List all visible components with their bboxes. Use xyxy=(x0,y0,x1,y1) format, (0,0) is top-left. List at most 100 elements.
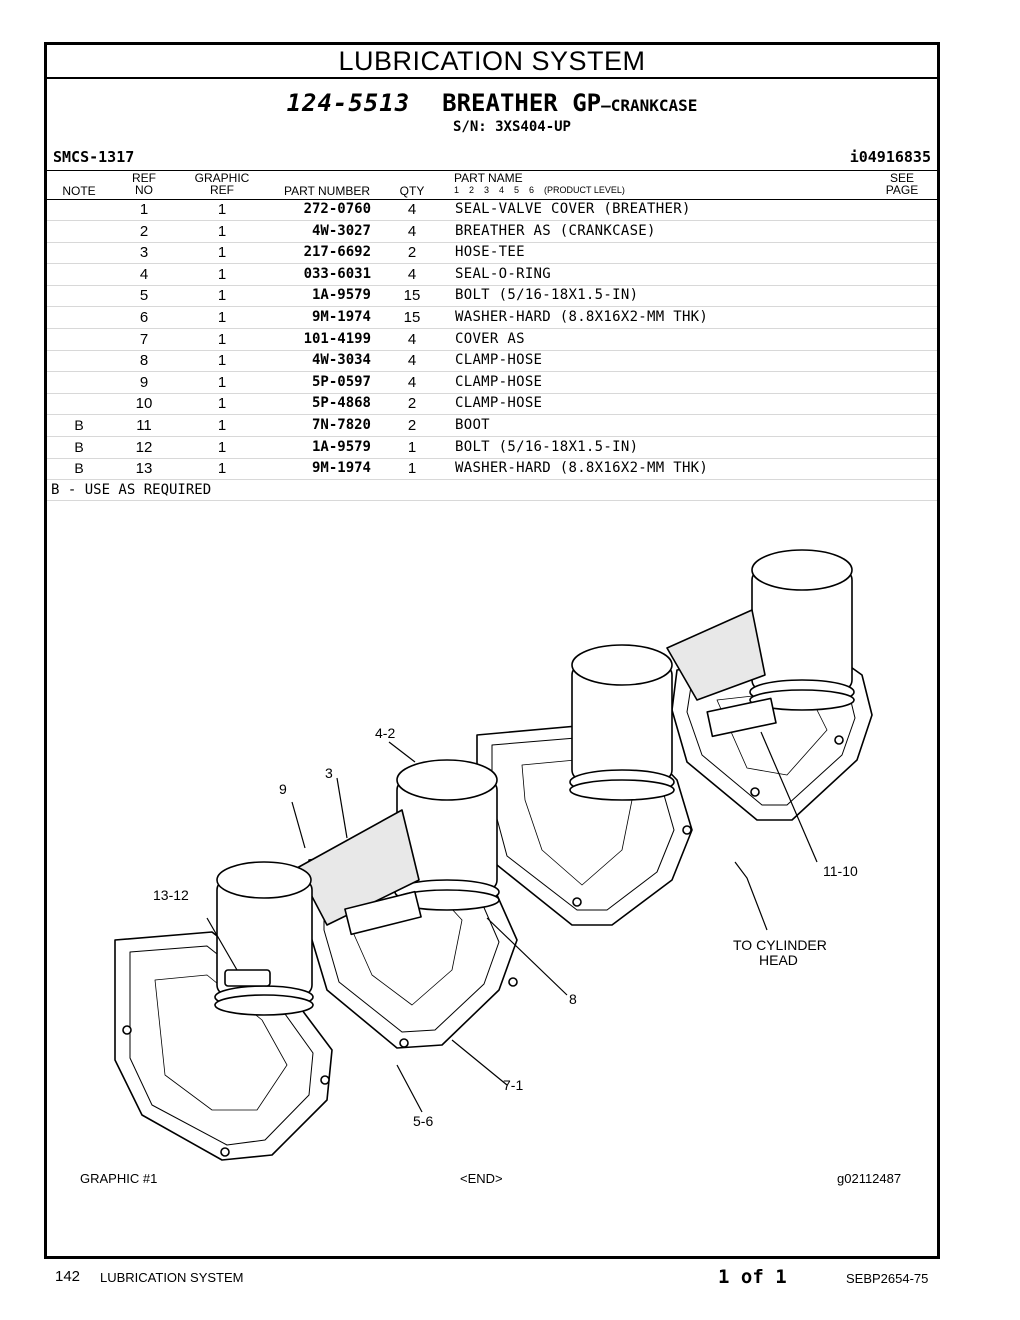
graphic-id: g02112487 xyxy=(837,1171,901,1186)
header-see-bottom: PAGE xyxy=(885,183,919,197)
callout-head: HEAD xyxy=(759,952,798,968)
footnote: B - USE AS REQUIRED xyxy=(47,480,937,501)
header-see-top: SEE xyxy=(889,171,914,185)
cell-part-number: 9M-1974 xyxy=(311,460,371,477)
cell-graphic: 1 xyxy=(217,222,227,240)
cell-qty: 2 xyxy=(407,417,417,434)
cell-name: CLAMP-HOSE xyxy=(455,373,543,390)
cell-graphic: 1 xyxy=(217,417,227,434)
cell-ref: 1 xyxy=(139,201,149,218)
breather-front xyxy=(214,861,314,1016)
header-graphic-bottom: REF xyxy=(210,183,234,197)
cell-graphic: 1 xyxy=(217,201,227,218)
cell-qty: 4 xyxy=(407,352,417,370)
cell-name: BREATHER AS (CRANKCASE) xyxy=(455,222,656,239)
end-label: <END> xyxy=(460,1171,503,1186)
cell-graphic: 1 xyxy=(217,438,227,456)
callout-13-12: 13-12 xyxy=(153,887,189,903)
cell-ref: 2 xyxy=(139,222,149,240)
group-suffix: –CRANKCASE xyxy=(601,96,698,115)
cell-ref: 5 xyxy=(139,287,149,305)
cell-name: SEAL-O-RING xyxy=(455,265,552,282)
footer-doc-id: SEBP2654-75 xyxy=(846,1271,929,1286)
cell-part-number: 272-0760 xyxy=(303,201,371,217)
cell-graphic: 1 xyxy=(217,244,227,262)
cell-qty: 4 xyxy=(407,222,417,240)
cell-part-number: 9M-1974 xyxy=(311,309,371,325)
callout-9: 9 xyxy=(279,781,287,797)
group-number: 124-5513 xyxy=(286,89,411,117)
cell-part-number: 1A-9579 xyxy=(311,287,371,304)
cell-name: HOSE-TEE xyxy=(455,244,525,261)
cell-qty: 4 xyxy=(407,265,417,283)
callout-to-cylinder: TO CYLINDER xyxy=(733,937,827,953)
callout-11-10: 11-10 xyxy=(823,863,858,879)
page-title: LUBRICATION SYSTEM xyxy=(47,45,937,79)
cell-name: CLAMP-HOSE xyxy=(455,395,543,412)
cell-ref: 9 xyxy=(139,373,149,391)
cell-ref: 12 xyxy=(135,438,153,456)
footer-page-number: 142 xyxy=(55,1268,81,1285)
cell-name: SEAL-VALVE COVER (BREATHER) xyxy=(455,201,691,217)
callout-8: 8 xyxy=(569,991,577,1007)
cell-part-number: 7N-7820 xyxy=(311,417,371,433)
cell-ref: 8 xyxy=(139,352,149,370)
cell-qty: 4 xyxy=(407,330,417,348)
cell-qty: 15 xyxy=(403,287,421,305)
callout-4-2: 4-2 xyxy=(375,725,395,741)
cell-graphic: 1 xyxy=(217,373,227,391)
group-name: BREATHER GP xyxy=(442,89,602,117)
footer-section: LUBRICATION SYSTEM xyxy=(100,1270,244,1285)
footer-page-of: 1 of 1 xyxy=(718,1266,787,1288)
header-product-level: 1 2 3 4 5 6 (PRODUCT LEVEL) xyxy=(454,185,625,195)
cell-qty: 2 xyxy=(407,395,417,413)
breather-front-middle xyxy=(296,759,500,936)
header-qty: QTY xyxy=(399,184,425,198)
cell-name: BOOT xyxy=(455,417,490,433)
cell-note: B xyxy=(74,460,84,477)
cell-ref: 3 xyxy=(139,244,149,262)
cell-name: WASHER-HARD (8.8X16X2-MM THK) xyxy=(455,309,709,325)
header-ref-top: REF xyxy=(132,171,156,185)
cell-qty: 4 xyxy=(407,373,417,391)
table-row: 9 1 5P-0597 4 CLAMP-HOSE xyxy=(47,372,937,394)
cell-name: BOLT (5/16-18X1.5-IN) xyxy=(455,438,639,455)
cell-name: COVER AS xyxy=(455,330,525,347)
cell-ref: 13 xyxy=(135,460,153,478)
cell-qty: 15 xyxy=(403,309,421,326)
group-heading: 124-5513 BREATHER GP–CRANKCASE xyxy=(47,89,937,117)
cell-part-number: 5P-0597 xyxy=(311,373,371,390)
serial-number: S/N: 3XS404-UP xyxy=(452,119,571,135)
cell-part-number: 1A-9579 xyxy=(311,438,371,455)
cell-graphic: 1 xyxy=(217,265,227,283)
header-part-number: PART NUMBER xyxy=(283,184,370,198)
cell-part-number: 4W-3034 xyxy=(311,352,371,369)
header-graphic-top: GRAPHIC xyxy=(194,171,250,185)
cell-ref: 7 xyxy=(139,330,149,348)
cell-name: CLAMP-HOSE xyxy=(455,352,543,369)
cell-part-number: 217-6692 xyxy=(303,244,371,261)
cell-graphic: 1 xyxy=(217,287,227,305)
cell-graphic: 1 xyxy=(217,309,227,326)
cell-qty: 2 xyxy=(407,244,417,262)
parts-table-header: NOTE REF NO GRAPHIC REF PART NUMBER QTY … xyxy=(47,170,937,200)
callout-5-6: 5-6 xyxy=(413,1113,433,1129)
cell-note: B xyxy=(74,438,84,455)
cell-name: BOLT (5/16-18X1.5-IN) xyxy=(455,287,639,304)
cell-graphic: 1 xyxy=(217,330,227,348)
header-note: NOTE xyxy=(62,184,96,198)
cell-graphic: 1 xyxy=(217,352,227,370)
cell-graphic: 1 xyxy=(217,395,227,413)
cell-graphic: 1 xyxy=(217,460,227,478)
cell-ref: 4 xyxy=(139,265,149,283)
smcs-code: SMCS-1317 xyxy=(53,148,135,166)
breather-middle xyxy=(569,644,675,801)
breather-rear xyxy=(666,549,855,738)
